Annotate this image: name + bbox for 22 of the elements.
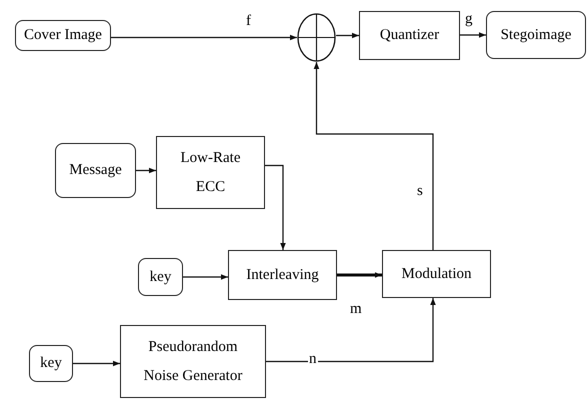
arrow <box>183 274 228 280</box>
process-box: Modulation <box>382 250 491 298</box>
terminal-box: Message <box>55 143 136 198</box>
process-box: Interleaving <box>228 250 337 300</box>
process-box: Quantizer <box>359 11 460 60</box>
arrow <box>111 34 297 40</box>
arrow <box>265 164 286 250</box>
adder-circle <box>297 13 336 62</box>
terminal-box: Cover Image <box>15 20 111 51</box>
terminal-box: key <box>138 258 183 296</box>
arrow <box>460 32 486 38</box>
arrow <box>73 360 120 366</box>
arrow <box>336 32 359 38</box>
edge-label: g <box>464 12 474 27</box>
arrow <box>136 168 156 174</box>
terminal-box: key <box>29 345 73 382</box>
process-box: Low-Rate ECC <box>156 136 265 209</box>
arrow <box>314 62 434 250</box>
arrow <box>266 298 436 362</box>
arrow <box>337 272 382 278</box>
terminal-box: Stegoimage <box>486 11 586 59</box>
process-box: Pseudorandom Noise Generator <box>120 325 266 398</box>
